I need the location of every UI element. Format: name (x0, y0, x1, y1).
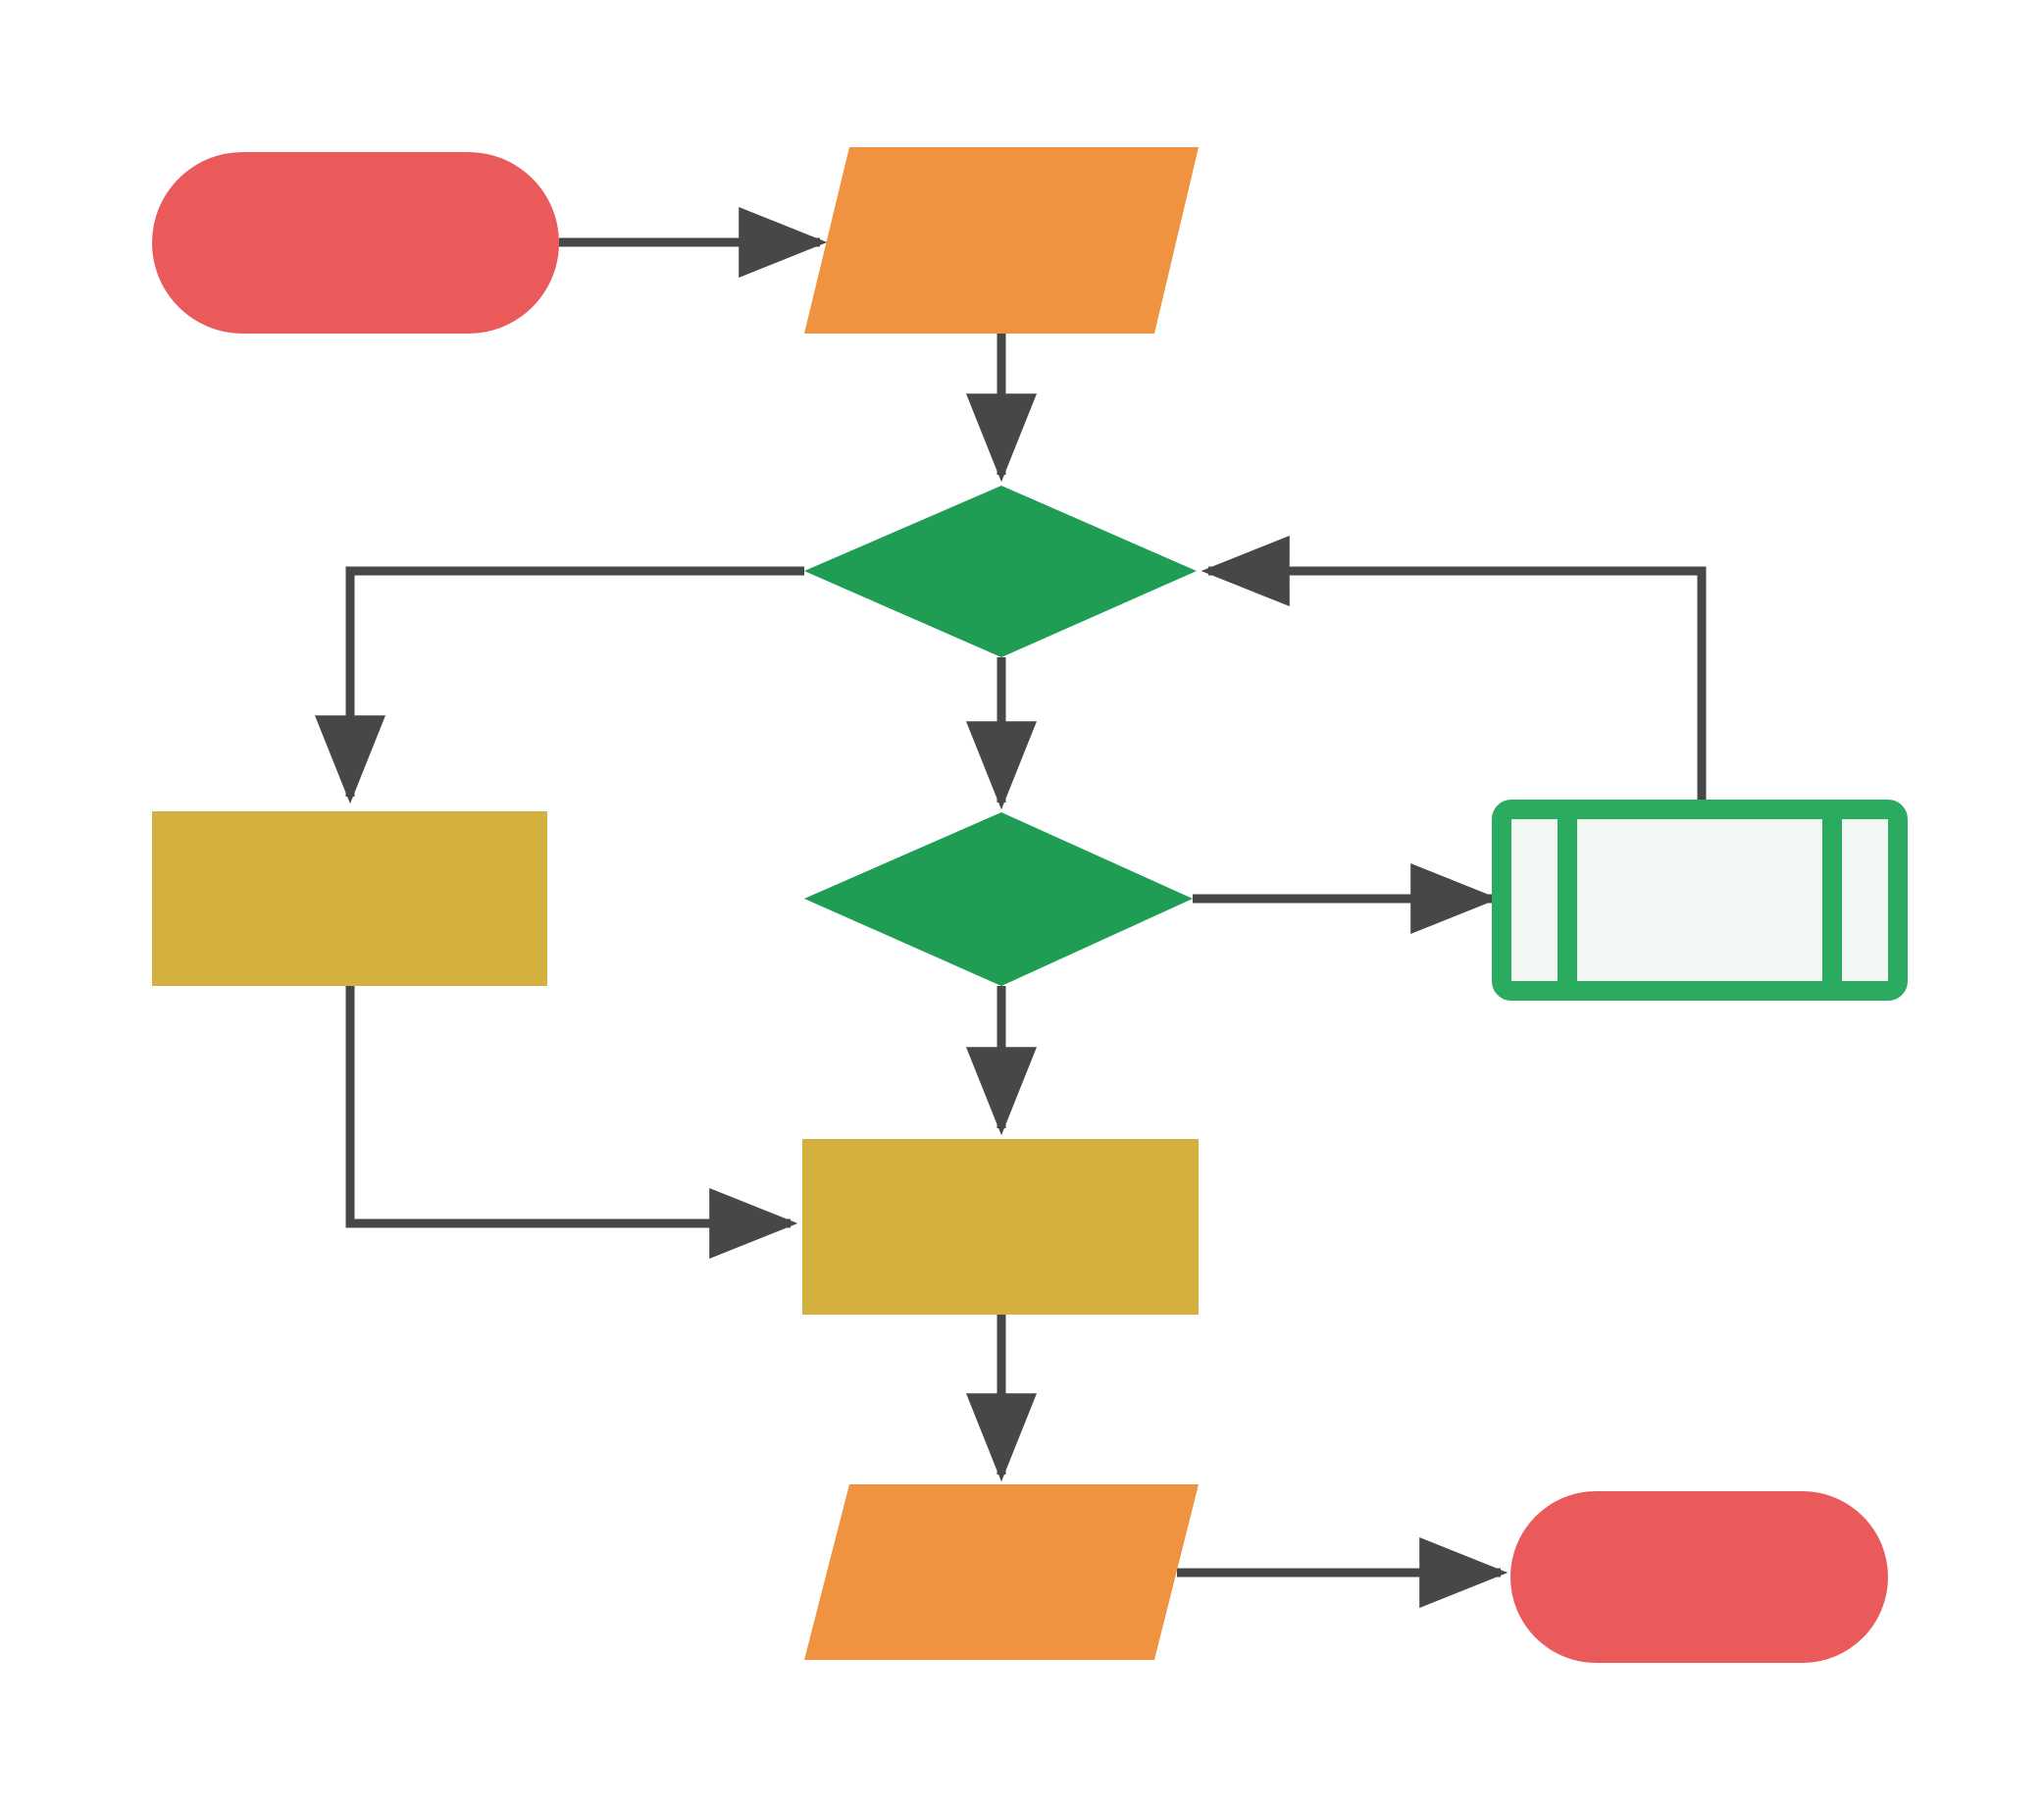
subroutine-outer-frame (1492, 800, 1908, 1001)
input-parallelogram[interactable] (804, 147, 1199, 334)
edge-decision1-to-process-left[interactable] (315, 566, 804, 804)
node-layer (152, 147, 1908, 1663)
output-parallelogram[interactable] (804, 1484, 1199, 1660)
decision-diamond-secondary[interactable] (804, 812, 1193, 986)
predefined-process-subroutine[interactable] (1492, 800, 1908, 1001)
decision-diamond-primary[interactable] (804, 486, 1197, 657)
process-rectangle-bottom[interactable] (802, 1139, 1199, 1315)
start-terminator[interactable] (152, 152, 559, 334)
edge-subroutine-loopback-to-decision1[interactable] (1201, 536, 1707, 809)
edge-layer (315, 207, 1707, 1608)
end-terminator[interactable] (1510, 1491, 1888, 1663)
edge-process-left-to-process-bottom[interactable] (345, 986, 798, 1259)
process-rectangle-left[interactable] (152, 811, 547, 986)
